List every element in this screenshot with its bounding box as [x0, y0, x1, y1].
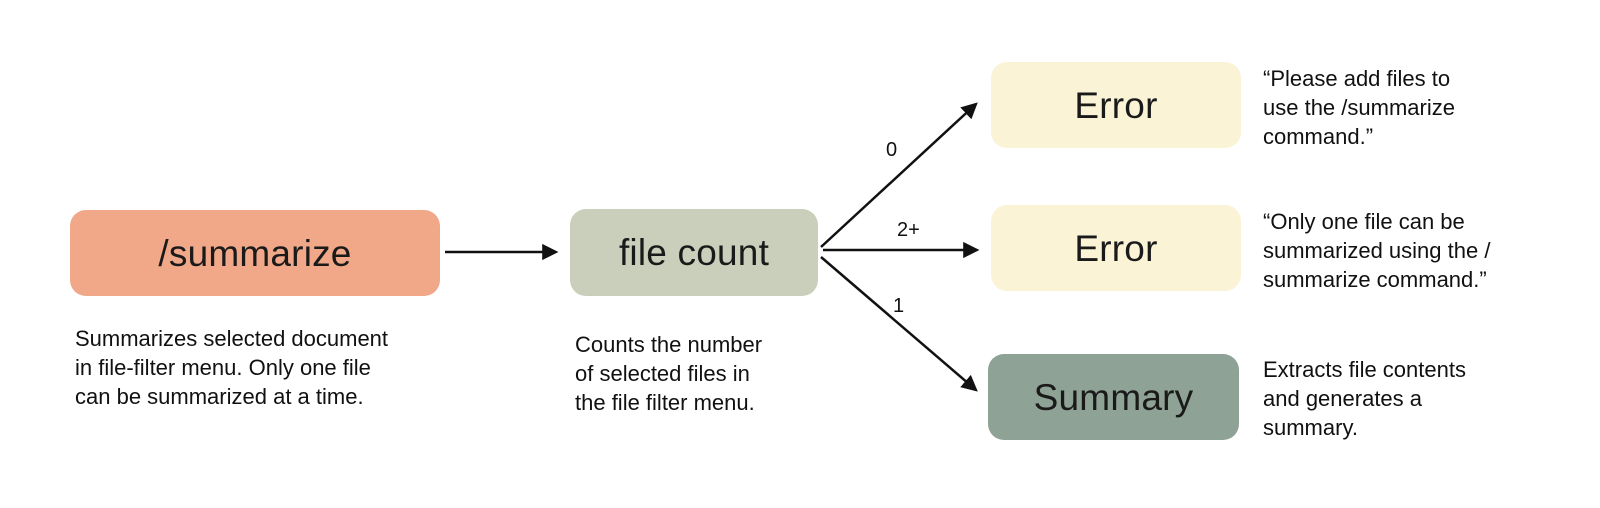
caption-file-count: Counts the number of selected files in t… — [575, 332, 763, 415]
node-summarize: /summarize — [70, 210, 440, 296]
node-file-count: file count — [570, 209, 818, 296]
caption-summarize: Summarizes selected document in file-fil… — [75, 326, 389, 409]
caption-error-multiple-files: “Only one file can be summarized using t… — [1263, 209, 1491, 292]
node-error-multiple-files: Error — [991, 205, 1241, 291]
node-error-zero-files: Error — [991, 62, 1241, 148]
arrow-filecount-to-summary — [820, 256, 978, 392]
node-summary-label: Summary — [1033, 376, 1194, 418]
node-summary: Summary — [988, 354, 1239, 440]
node-file-count-label: file count — [618, 232, 770, 273]
node-error-zero-files-label: Error — [1074, 84, 1158, 126]
caption-summary: Extracts file contents and generates a s… — [1263, 357, 1466, 440]
edge-label-two-plus: 2+ — [897, 219, 920, 241]
node-summarize-label: /summarize — [158, 232, 352, 274]
node-error-multiple-files-label: Error — [1074, 227, 1158, 269]
edge-label-zero: 0 — [886, 139, 898, 161]
edge-label-one: 1 — [893, 295, 905, 317]
caption-error-zero-files: “Please add files to use the /summarize … — [1263, 66, 1455, 149]
